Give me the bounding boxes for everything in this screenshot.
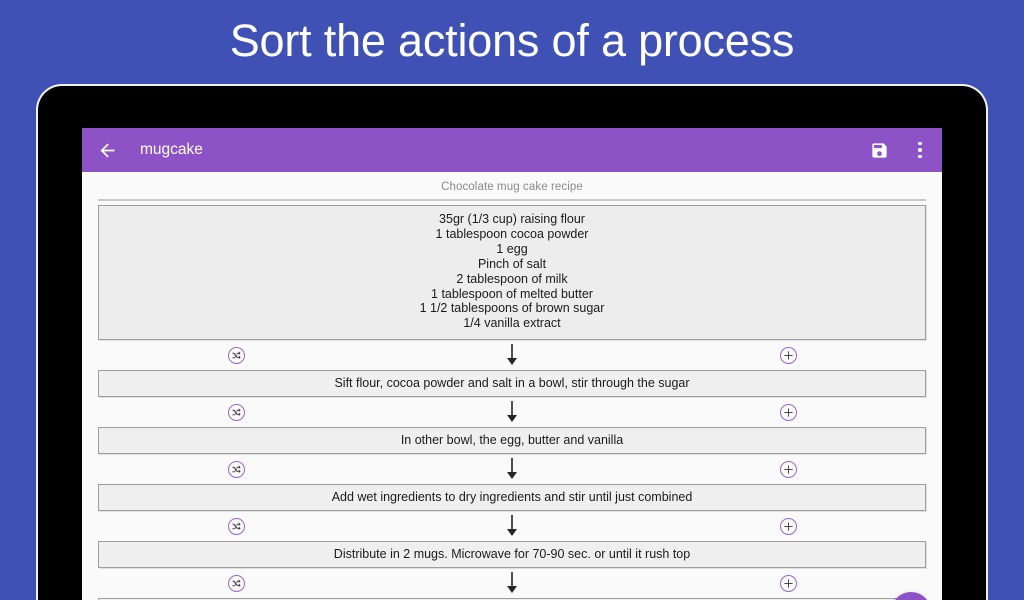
tablet-device-frame: mugcake Chocolate mug cake recipe bbox=[36, 84, 988, 600]
menu-dot bbox=[918, 148, 922, 152]
ingredients-wrap: 35gr (1/3 cup) raising flour 1 tablespoo… bbox=[82, 205, 942, 341]
shuffle-icon[interactable] bbox=[227, 517, 245, 535]
ingredient-line: 1/4 vanilla extract bbox=[463, 316, 561, 331]
ingredient-line: 35gr (1/3 cup) raising flour bbox=[439, 212, 585, 226]
promo-headline: Sort the actions of a process bbox=[229, 15, 795, 66]
save-icon[interactable] bbox=[864, 135, 894, 165]
ingredient-line: 1 egg bbox=[496, 241, 528, 256]
ingredient-line: 1 1/2 tablespoons of brown sugar bbox=[419, 301, 605, 316]
arrow-down-icon bbox=[502, 456, 522, 482]
ingredient-line: 2 tablespoon of milk bbox=[456, 271, 568, 286]
connector-row bbox=[82, 397, 942, 427]
ingredient-line: 1 tablespoon of melted butter bbox=[431, 286, 593, 301]
step-wrap: Add wet ingredients to dry ingredients a… bbox=[82, 484, 942, 512]
step-box[interactable]: Sift flour, cocoa powder and salt in a b… bbox=[98, 370, 926, 398]
menu-dot bbox=[918, 141, 922, 146]
add-cell bbox=[650, 403, 926, 421]
add-cell bbox=[650, 517, 926, 535]
add-cell bbox=[650, 574, 926, 592]
overflow-menu-icon[interactable] bbox=[910, 137, 930, 163]
caption-divider-wrap bbox=[82, 199, 942, 201]
plus-icon[interactable] bbox=[779, 574, 797, 592]
arrow-cell bbox=[374, 399, 650, 425]
caption-divider bbox=[98, 199, 926, 201]
process-editor-content: Chocolate mug cake recipe 35gr (1/3 cup)… bbox=[82, 172, 942, 600]
arrow-down-icon bbox=[502, 399, 522, 425]
device-screen: mugcake Chocolate mug cake recipe bbox=[82, 128, 942, 600]
plus-icon[interactable] bbox=[779, 346, 797, 364]
step-wrap: Sift flour, cocoa powder and salt in a b… bbox=[82, 370, 942, 398]
arrow-down-icon bbox=[502, 342, 522, 368]
shuffle-cell bbox=[98, 403, 374, 421]
shuffle-cell bbox=[98, 574, 374, 592]
add-cell bbox=[650, 460, 926, 478]
shuffle-cell bbox=[98, 517, 374, 535]
connector-row bbox=[82, 568, 942, 598]
arrow-cell bbox=[374, 570, 650, 596]
step-wrap: Distribute in 2 mugs. Microwave for 70-9… bbox=[82, 541, 942, 569]
ingredient-line: 1 tablespoon cocoa powder bbox=[435, 226, 589, 241]
recipe-caption: Chocolate mug cake recipe bbox=[441, 181, 583, 193]
step-wrap: In other bowl, the egg, butter and vanil… bbox=[82, 427, 942, 455]
app-bar-actions bbox=[864, 135, 930, 165]
arrow-down-icon bbox=[502, 513, 522, 539]
arrow-cell bbox=[374, 513, 650, 539]
arrow-back-icon[interactable] bbox=[92, 135, 122, 165]
arrow-cell bbox=[374, 342, 650, 368]
shuffle-cell bbox=[98, 460, 374, 478]
plus-icon[interactable] bbox=[779, 517, 797, 535]
app-bar: mugcake bbox=[82, 128, 942, 172]
add-cell bbox=[650, 346, 926, 364]
connector-row bbox=[82, 511, 942, 541]
plus-icon[interactable] bbox=[779, 403, 797, 421]
ingredient-line: Pinch of salt bbox=[477, 256, 547, 271]
shuffle-icon[interactable] bbox=[227, 574, 245, 592]
step-box[interactable]: Distribute in 2 mugs. Microwave for 70-9… bbox=[98, 541, 926, 569]
step-box[interactable]: In other bowl, the egg, butter and vanil… bbox=[98, 427, 926, 455]
menu-dot bbox=[918, 154, 922, 159]
shuffle-icon[interactable] bbox=[227, 346, 245, 364]
connector-row bbox=[82, 454, 942, 484]
edit-fab-button[interactable] bbox=[891, 592, 931, 600]
connector-row bbox=[82, 340, 942, 370]
shuffle-icon[interactable] bbox=[227, 460, 245, 478]
plus-icon[interactable] bbox=[779, 460, 797, 478]
step-box[interactable]: Add wet ingredients to dry ingredients a… bbox=[98, 484, 926, 512]
app-bar-title: mugcake bbox=[140, 141, 203, 158]
arrow-cell bbox=[374, 456, 650, 482]
shuffle-cell bbox=[98, 346, 374, 364]
arrow-down-icon bbox=[502, 570, 522, 596]
ingredients-box[interactable]: 35gr (1/3 cup) raising flour 1 tablespoo… bbox=[98, 205, 926, 341]
shuffle-icon[interactable] bbox=[227, 403, 245, 421]
